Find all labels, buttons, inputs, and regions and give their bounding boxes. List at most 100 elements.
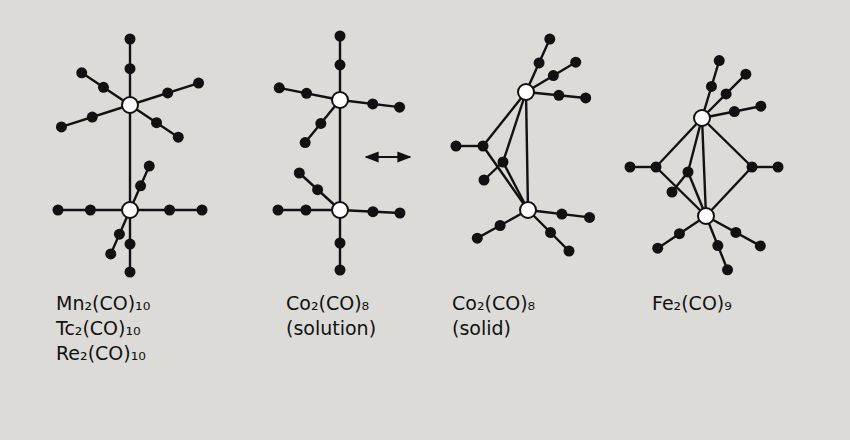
bond-line (503, 92, 526, 162)
metal-atom (122, 202, 138, 218)
ligand-atom (162, 87, 173, 98)
ligand-atom (478, 141, 489, 152)
ligand-atom (714, 55, 725, 66)
bond-line (130, 83, 199, 105)
ligand-atom (755, 240, 766, 251)
ligand-atom (274, 82, 285, 93)
ligand-atom (580, 92, 591, 103)
ligand-atom (300, 137, 311, 148)
metal-atom (332, 202, 348, 218)
ligand-atom (56, 121, 67, 132)
ligand-atom (674, 228, 685, 239)
ligand-atom (544, 34, 555, 45)
ligand-atom (125, 63, 136, 74)
ligand-atom (335, 265, 346, 276)
formula-label: Co₂(CO)₈ (452, 292, 535, 315)
ligand-atom (114, 229, 125, 240)
metal-atom (694, 110, 710, 126)
bond-line (706, 216, 760, 246)
atom-layer (53, 31, 784, 278)
ligand-atom (479, 175, 490, 186)
metal-atom (698, 208, 714, 224)
ligand-atom (556, 209, 567, 220)
ligand-atom (706, 81, 717, 92)
ligand-atom (495, 220, 506, 231)
ligand-atom (294, 168, 305, 179)
ligand-atom (125, 267, 136, 278)
ligand-atom (197, 205, 208, 216)
ligand-atom (625, 162, 636, 173)
ligand-atom (712, 240, 723, 251)
ligand-atom (273, 205, 284, 216)
ligand-atom (193, 78, 204, 89)
ligand-atom (312, 184, 323, 195)
bond-line (339, 100, 341, 210)
formula-label: Tc₂(CO)₁₀ (56, 317, 141, 340)
ligand-atom (87, 112, 98, 123)
metal-atom (520, 202, 536, 218)
formula-label: Fe₂(CO)₉ (652, 292, 732, 315)
bond-line (656, 167, 706, 216)
ligand-atom (144, 161, 155, 172)
ligand-atom (394, 102, 405, 113)
ligand-atom (755, 101, 766, 112)
metal-atom (122, 97, 138, 113)
ligand-atom (747, 162, 758, 173)
formula-label: (solution) (286, 317, 376, 340)
ligand-atom (534, 57, 545, 68)
ligand-atom (367, 206, 378, 217)
metal-atom (518, 84, 534, 100)
bond-line (702, 74, 746, 118)
ligand-atom (164, 205, 175, 216)
ligand-atom (53, 205, 64, 216)
bond-line (279, 88, 340, 100)
ligand-atom (730, 227, 741, 238)
bond-line (706, 167, 752, 216)
ligand-atom (472, 233, 483, 244)
ligand-atom (394, 207, 405, 218)
ligand-atom (729, 106, 740, 117)
formula-label: Re₂(CO)₁₀ (56, 342, 146, 365)
ligand-atom (125, 239, 136, 250)
ligand-atom (98, 82, 109, 93)
ligand-atom (722, 264, 733, 275)
formula-label: Co₂(CO)₈ (286, 292, 369, 315)
ligand-atom (545, 227, 556, 238)
ligand-atom (173, 132, 184, 143)
bond-line (526, 92, 528, 210)
ligand-atom (683, 167, 694, 178)
ligand-atom (652, 243, 663, 254)
ligand-atom (584, 212, 595, 223)
bond-line (702, 118, 706, 216)
ligand-atom (315, 118, 326, 129)
ligand-atom (335, 31, 346, 42)
metal-atom (332, 92, 348, 108)
ligand-atom (105, 248, 116, 259)
ligand-atom (564, 246, 575, 257)
ligand-atom (667, 187, 678, 198)
ligand-atom (498, 157, 509, 168)
bond-line (483, 92, 526, 146)
ligand-atom (651, 162, 662, 173)
ligand-atom (335, 238, 346, 249)
equilibrium-arrow (366, 156, 410, 158)
ligand-atom (300, 205, 311, 216)
ligand-atom (135, 180, 146, 191)
ligand-atom (721, 88, 732, 99)
ligand-atom (740, 69, 751, 80)
ligand-atom (335, 59, 346, 70)
bond-line (61, 105, 130, 127)
ligand-atom (451, 141, 462, 152)
ligand-atom (151, 117, 162, 128)
bond-line (129, 105, 131, 210)
ligand-atom (76, 67, 87, 78)
bond-layer (58, 36, 778, 272)
ligand-atom (570, 57, 581, 68)
bond-line (702, 118, 752, 167)
ligand-atom (301, 88, 312, 99)
ligand-atom (85, 205, 96, 216)
ligand-atom (548, 70, 559, 81)
ligand-atom (553, 90, 564, 101)
